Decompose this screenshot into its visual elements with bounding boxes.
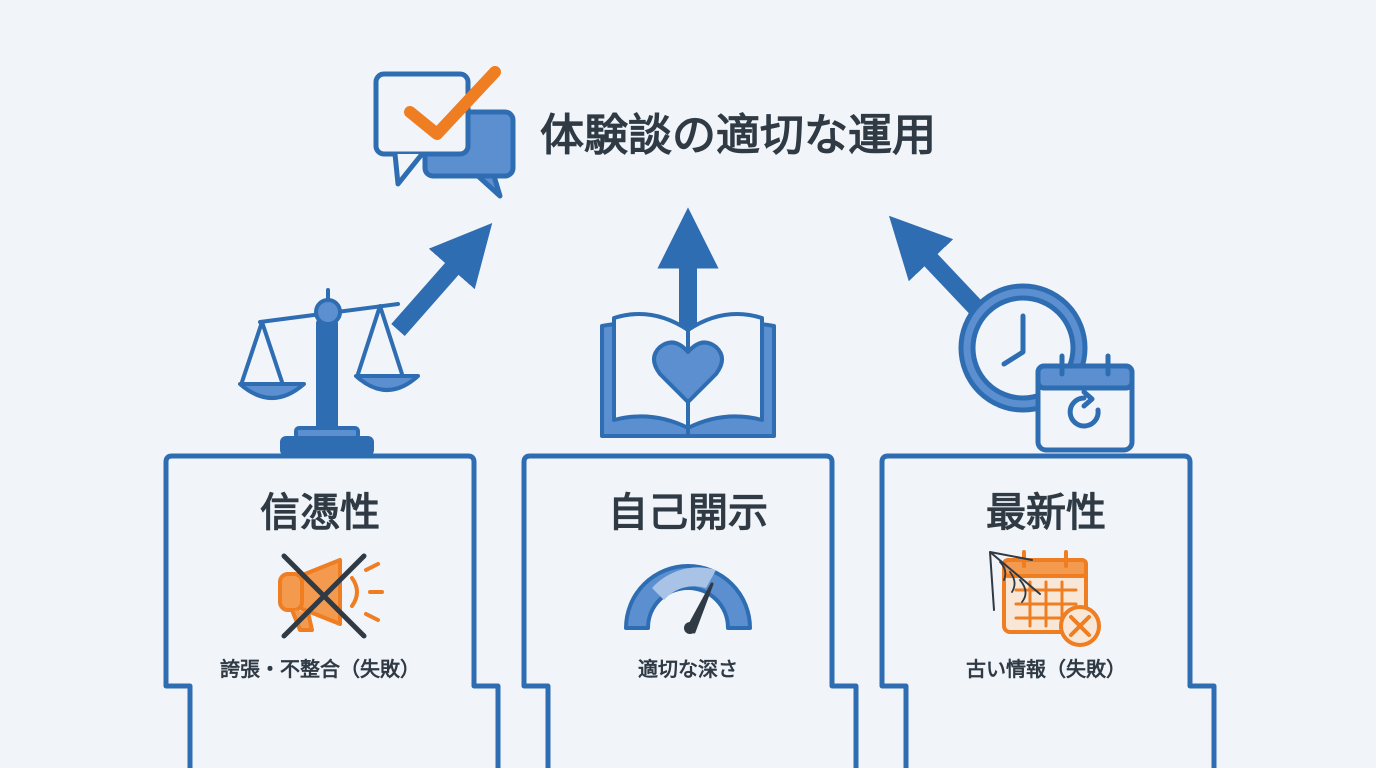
- pillar-title-freshness: 最新性: [986, 490, 1106, 536]
- cross-mark-icon: [281, 553, 367, 639]
- open-book-with-heart-icon: [600, 312, 776, 438]
- pillar-title-self-disclosure: 自己開示: [608, 490, 768, 536]
- cobweb-calendar-icon: [989, 550, 1101, 647]
- chat-check-icon: [373, 66, 516, 199]
- pillar-caption-credibility: 誇張・不整合（失敗）: [220, 657, 420, 681]
- arrow-up-right: [391, 223, 493, 336]
- pillar-caption-self-disclosure: 適切な深さ: [638, 657, 738, 681]
- balance-scale-icon: [238, 288, 420, 456]
- arrow-up-left: [888, 215, 987, 319]
- depth-gauge-icon: [624, 564, 752, 634]
- page-title: 体験談の適切な運用: [540, 110, 936, 161]
- clock-and-calendar-icon: [958, 283, 1135, 453]
- pillar-caption-freshness: 古い情報（失敗）: [966, 657, 1126, 681]
- pillar-card-self-disclosure: [521, 453, 859, 768]
- pillar-title-credibility: 信憑性: [260, 490, 380, 536]
